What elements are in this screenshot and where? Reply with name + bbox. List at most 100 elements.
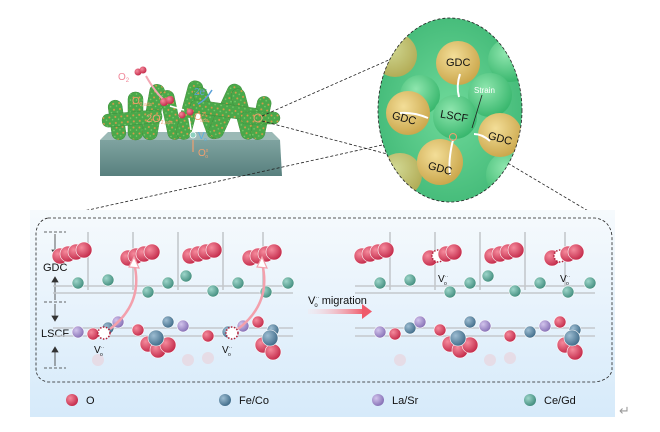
ce-gd-atom [508,284,522,298]
return-mark: ↵ [619,404,630,419]
oxygen-atom [205,241,223,259]
oxygen-vacancy [225,326,239,340]
ce-gd-atom [561,285,575,299]
vacancy-symbol: V··o [560,274,570,287]
oxygen-atom [86,327,100,341]
oxygen-vacancy [97,326,111,340]
oxygen-atom [507,241,525,259]
arrow-head [256,255,268,269]
legend-swatch [219,394,231,406]
vacancy-label: V··o [198,131,208,143]
lscf-label: LSCF [439,108,469,125]
legend-swatch [66,394,78,406]
legend: O Fe/Co La/Sr Ce/Gd [66,394,576,407]
oxygen-atom [264,343,282,361]
lscf-layer-label: LSCF [41,328,69,340]
strain-arrows [399,73,491,176]
legend-swatch [524,394,536,406]
fe-co-atom [403,321,417,335]
oxygen-atom [433,323,447,337]
ce-gd-atom [481,269,495,283]
oxygen-atom [201,329,215,343]
la-sr-atom [478,319,492,333]
legend-label: O [86,395,95,407]
fe-co-atom [261,329,279,347]
oxygen-atom [567,243,585,261]
ce-gd-atom [231,276,245,290]
ce-gd-atom [206,284,220,298]
ce-gd-atom [71,276,85,290]
2o-ads-label: 2O2,ads [146,113,173,126]
gdc-layer-label: GDC [43,262,68,274]
ce-gd-atom [533,276,547,290]
background-atom [202,352,214,364]
strain-label: Strain [474,86,495,95]
gdc-label-top: GDC [446,57,471,69]
ce-gd-atom [403,273,417,287]
legend-item-oxygen: O [66,394,95,407]
ce-gd-atom [141,285,155,299]
fe-co-atom [523,325,537,339]
legend-label: Ce/Gd [544,395,576,407]
lower-panel-frame [35,217,613,383]
legend-item-fe-co: Fe/Co [219,394,269,407]
legend-item-ce-gd: Ce/Gd [524,394,576,407]
vacancy-path-arrow [237,262,266,330]
legend-label: Fe/Co [239,395,269,407]
focus-marker [253,113,263,123]
background-atom [182,354,194,366]
ce-gd-atom [463,276,477,290]
oxygen-atom [445,243,463,261]
electron-label: 2e- [194,87,207,98]
legend-swatch [372,394,384,406]
fe-co-atom [449,329,467,347]
ce-gd-atom [373,276,387,290]
vacancy-symbol: V··o [94,345,104,358]
legend-label: La/Sr [392,395,419,407]
oxygen-atom [503,329,517,343]
ce-gd-atom [583,276,597,290]
oxygen-atom [377,241,395,259]
ce-gd-atom [443,285,457,299]
vacancy-symbol: V··o [222,345,232,358]
oxygen-atom [131,323,145,337]
fe-co-atom [563,329,581,347]
la-sr-atom [373,325,387,339]
oxygen-atom [75,241,93,259]
fe-co-atom [161,315,175,329]
arrow-head [128,255,140,269]
background-atom [484,354,496,366]
zoom-connectors [51,54,601,219]
lscf-particle [433,95,477,139]
la-sr-atom [71,325,85,339]
ce-gd-atom [101,273,115,287]
vacancy-path-arrow [109,262,138,330]
gdc-particle-right [478,113,522,157]
ce-gd-atom [281,276,295,290]
gdc-particle-top [436,41,480,85]
vacancy-symbol: V··o [438,274,448,287]
oxygen-atom [265,243,283,261]
o2-ads-label: O2,ads [132,96,153,108]
fe-co-atom [147,329,165,347]
ce-gd-atom [179,269,193,283]
background-atom [504,352,516,364]
oxygen-atom [553,315,567,329]
substrate [100,140,282,176]
la-sr-atom [413,315,427,329]
o2-gas-label: O2 [118,72,130,84]
o-ads-label: O2-ads [194,112,209,124]
oxygen-atom [251,315,265,329]
oxygen-atom [566,343,584,361]
legend-item-la-sr: La/Sr [372,394,419,407]
fe-co-atom [463,315,477,329]
la-sr-atom [538,319,552,333]
